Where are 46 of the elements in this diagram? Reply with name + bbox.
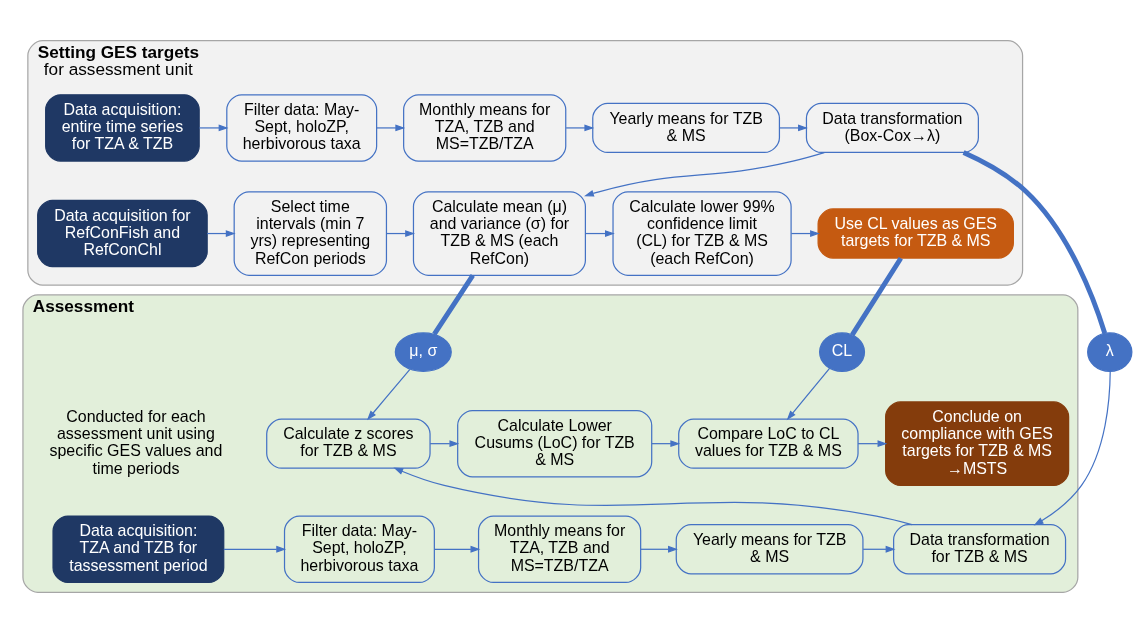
arrow xyxy=(778,124,808,131)
node-box: Data transformation for TZB & MS xyxy=(893,523,1067,574)
arrow xyxy=(206,229,236,237)
node-box: Compare LoC to CL values for TZB & MS xyxy=(678,418,859,469)
arrow xyxy=(433,545,481,553)
node-ellipse: μ, σ xyxy=(394,331,452,372)
node-box: Monthly means for TZA, TZB and MS=TZB/TZA xyxy=(403,93,567,162)
node-box: Yearly means for TZB & MS xyxy=(675,523,864,574)
arrow xyxy=(786,367,831,420)
arrow xyxy=(198,124,229,131)
connector xyxy=(962,149,1108,334)
arrow xyxy=(366,368,411,420)
node-box: Filter data: May-Sept, holoZP, herbivorous taxa xyxy=(283,515,435,583)
arrow xyxy=(651,439,681,447)
node-box: Data acquisition: entire time series for TZA & TZB xyxy=(45,93,200,162)
node-ellipse: λ xyxy=(1087,331,1133,372)
node-box: Filter data: May-Sept, holoZP, herbivorous taxa xyxy=(226,93,378,162)
arrow xyxy=(857,439,888,447)
arrow xyxy=(584,151,825,197)
arrow xyxy=(386,229,416,237)
node-box: Monthly means for TZA, TZB and MS=TZB/TZA xyxy=(477,515,642,583)
node-box: Calculate lower 99% confidence limit (CL) for TZB & MS (each RefCon) xyxy=(612,190,792,276)
node-box: Use CL values as GES targets for TZB & MS xyxy=(817,207,1014,259)
arrow xyxy=(376,124,406,131)
node-box: Calculate z scores for TZB & MS xyxy=(266,418,431,469)
arrow xyxy=(429,439,460,447)
arrow xyxy=(223,545,287,553)
node-box: Yearly means for TZB & MS xyxy=(592,102,781,153)
node-box: Select time intervals (min 7 yrs) representing RefCon periods xyxy=(233,190,388,276)
node-box: Data transformation (Box-Cox→λ) xyxy=(805,102,979,153)
node-box: Conclude on compliance with GES targets for TZB & MS →MSTS xyxy=(885,400,1070,486)
node-box: Data acquisition: TZA and TZB for tassessment period xyxy=(52,515,225,583)
node-box: Calculate mean (μ) and variance (σ) for TZB & MS (each RefCon) xyxy=(412,190,586,276)
arrow xyxy=(862,545,896,553)
label: Conducted for each assessment unit using specific GES values and time periods xyxy=(49,407,223,477)
arrow xyxy=(565,124,595,131)
connector xyxy=(850,256,903,336)
connector xyxy=(432,273,475,335)
arrow xyxy=(790,229,820,237)
arrow xyxy=(585,229,615,237)
node-box: Calculate Lower Cusums (LoC) for TZB & MS xyxy=(457,409,653,477)
node-box: Data acquisition for RefConFish and RefConChl xyxy=(37,199,208,267)
node-ellipse: CL xyxy=(819,331,866,372)
arrow xyxy=(1033,370,1111,526)
arrow xyxy=(393,467,913,525)
arrow xyxy=(640,545,678,553)
